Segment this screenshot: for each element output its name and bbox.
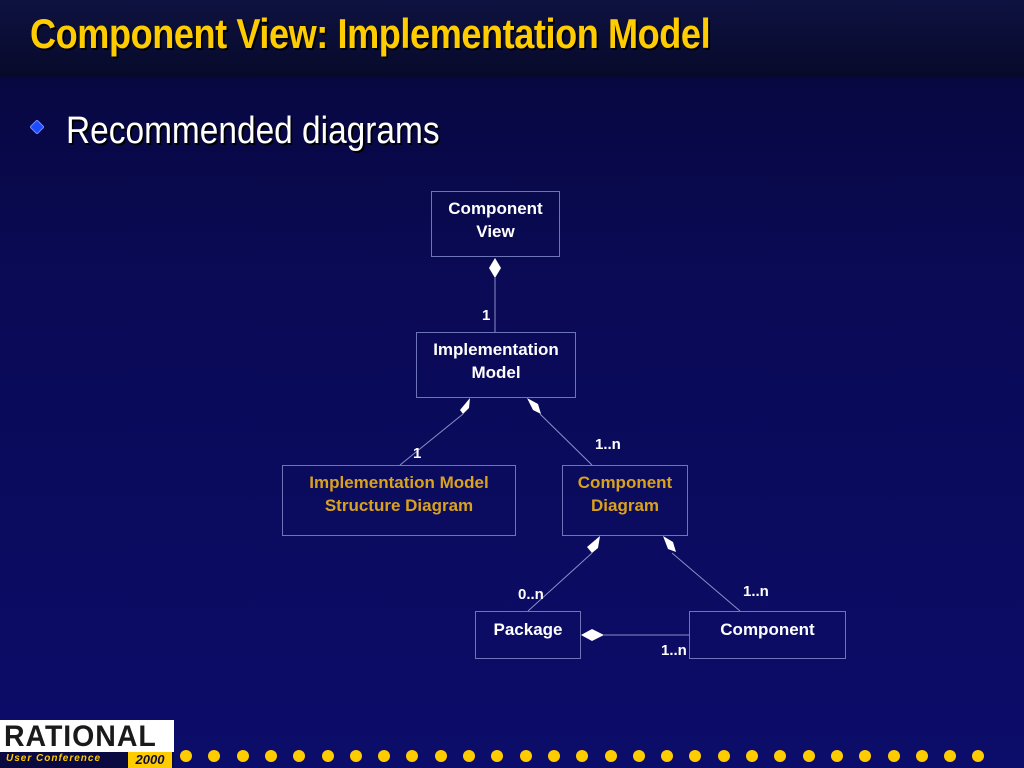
dot-icon: [944, 750, 957, 762]
box-label: Component: [720, 620, 815, 639]
box-component-diagram: Component Diagram: [562, 465, 688, 536]
dot-icon: [859, 750, 872, 762]
dot-icon: [887, 750, 900, 762]
logo-wordmark: RATIONAL: [4, 720, 157, 753]
dot-icon: [972, 750, 985, 762]
diamond-bullet-icon: [30, 120, 44, 134]
dot-icon: [717, 750, 730, 762]
dot-icon: [774, 750, 787, 762]
bullet-text: Recommended diagrams: [66, 110, 440, 152]
dot-icon: [604, 750, 617, 762]
logo-strip: User Conference 2000: [0, 752, 174, 768]
logo-subtitle: User Conference: [6, 753, 102, 764]
dot-icon: [547, 750, 560, 762]
aggregation-diamond-icon: [527, 398, 541, 414]
dot-icon: [746, 750, 758, 762]
aggregation-diamond-icon: [460, 398, 470, 414]
multiplicity-label: 1: [413, 445, 422, 462]
dot-icon: [830, 750, 843, 762]
box-component: Component: [689, 611, 846, 659]
dot-icon: [689, 750, 702, 762]
title-bar: Component View: Implementation Model: [0, 0, 1024, 78]
dot-icon: [264, 750, 277, 762]
dot-icon: [349, 750, 362, 762]
multiplicity-label: 1..n: [595, 436, 621, 453]
dot-icon: [915, 750, 928, 762]
box-implementation-model: Implementation Model: [416, 332, 576, 398]
dot-icon: [434, 750, 447, 762]
multiplicity-label: 1..n: [743, 583, 769, 600]
box-label: Implementation Model Structure Diagram: [309, 473, 489, 515]
rational-logo: RATIONAL User Conference 2000: [0, 720, 174, 768]
multiplicity-label: 1: [482, 307, 491, 324]
dot-icon: [661, 750, 674, 762]
dot-icon: [236, 750, 249, 762]
dot-icon: [576, 750, 589, 762]
aggregation-diamond-icon: [663, 536, 676, 552]
dot-icon: [406, 750, 419, 762]
aggregation-diamond-icon: [489, 258, 501, 278]
dot-icon: [519, 750, 532, 762]
connector-im-structure: [399, 413, 464, 466]
box-label: Component Diagram: [577, 473, 673, 515]
dot-icon: [463, 750, 475, 762]
connector-compdiag-component: [671, 552, 741, 612]
box-impl-model-structure-diagram: Implementation Model Structure Diagram: [282, 465, 516, 536]
box-component-view: Component View: [431, 191, 560, 257]
aggregation-diamond-icon: [581, 629, 604, 641]
dot-icon: [180, 750, 192, 762]
slide-title: Component View: Implementation Model: [30, 10, 711, 57]
dot-icon: [208, 750, 221, 762]
box-label: Component View: [448, 199, 543, 241]
dot-icon: [321, 750, 334, 762]
connector-im-compdiag: [539, 413, 593, 466]
multiplicity-label: 0..n: [518, 586, 544, 603]
box-label: Implementation Model: [433, 340, 559, 382]
multiplicity-label: 1..n: [661, 642, 687, 659]
connector-compdiag-package: [527, 552, 593, 612]
dot-icon: [378, 750, 391, 762]
aggregation-diamond-icon: [587, 536, 600, 553]
dot-icon: [802, 750, 815, 762]
box-package: Package: [475, 611, 581, 659]
logo-year: 2000: [128, 752, 172, 768]
box-label: Package: [493, 620, 563, 639]
dot-icon: [293, 750, 306, 762]
dot-icon: [491, 750, 504, 762]
dot-icon: [632, 750, 645, 762]
